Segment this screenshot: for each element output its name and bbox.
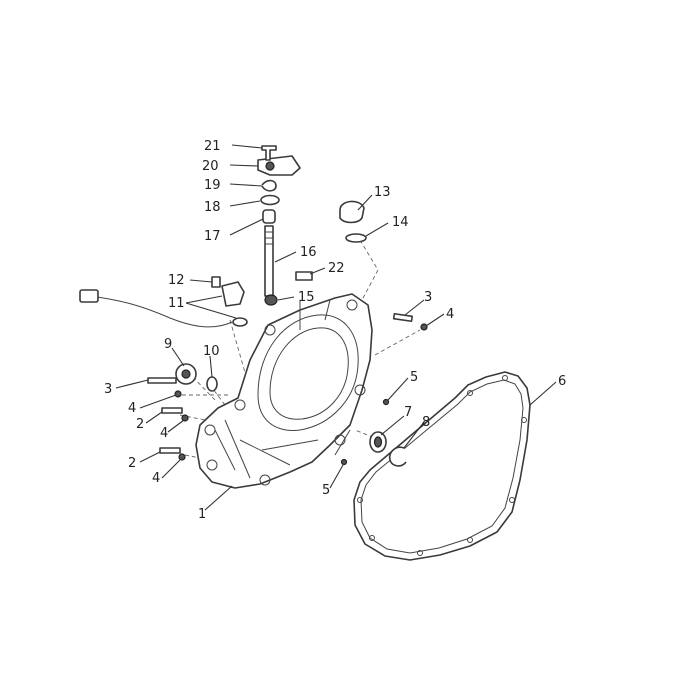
sensor-bolt [211, 276, 221, 288]
dowel-pin [295, 271, 313, 281]
callout-4-a: 4 [128, 401, 136, 416]
callouts: 21 20 19 18 17 16 22 15 13 14 12 11 9 10… [104, 139, 566, 522]
cover-gasket [353, 371, 531, 561]
callout-9: 9 [164, 337, 172, 352]
callout-21: 21 [204, 139, 221, 154]
shaft-seal [264, 294, 278, 306]
callout-4-b: 4 [160, 426, 168, 441]
bolts-right [340, 312, 428, 466]
callout-6: 6 [558, 374, 566, 389]
cover-bolt-bosses [204, 299, 366, 486]
callout-2-a: 2 [136, 417, 144, 432]
callout-2-b: 2 [128, 456, 136, 471]
cover-ribs [214, 299, 351, 479]
washer [260, 194, 280, 206]
callout-16: 16 [300, 245, 317, 260]
clutch-cover [195, 293, 373, 489]
callout-18: 18 [204, 200, 221, 215]
callout-15: 15 [298, 290, 315, 305]
return-spring [261, 179, 277, 192]
bushing [262, 209, 276, 224]
lever-shaft-spline [265, 231, 273, 245]
callout-8: 8 [422, 415, 430, 430]
inspection-plug-center [181, 369, 191, 379]
callout-19: 19 [204, 178, 221, 193]
leader-lines [115, 144, 557, 511]
callout-12: 12 [168, 273, 185, 288]
lever-shaft [264, 225, 274, 297]
callout-17: 17 [204, 229, 221, 244]
sensor-oring [232, 317, 248, 327]
cover-bowl-inner [269, 327, 349, 420]
cover-gasket-inner [360, 379, 524, 554]
callout-3-right: 3 [424, 290, 432, 305]
callout-5-a: 5 [410, 370, 418, 385]
callout-20: 20 [202, 159, 219, 174]
callout-3-left: 3 [104, 382, 112, 397]
filler-oring [345, 233, 367, 243]
callout-1: 1 [198, 507, 206, 522]
gasket-bolt-holes [357, 375, 527, 556]
sensor-connector [79, 289, 99, 303]
lever-bolt [261, 145, 277, 161]
bolts-left [147, 377, 189, 461]
filler-cap [339, 200, 365, 224]
callout-7: 7 [404, 405, 412, 420]
cover-bowl-rim [257, 314, 359, 431]
callout-4-c: 4 [152, 471, 160, 486]
clutch-lever [257, 155, 301, 176]
callout-13: 13 [374, 185, 391, 200]
callout-22: 22 [328, 261, 345, 276]
lever-pivot [265, 161, 275, 171]
circlip [388, 446, 407, 467]
callout-10: 10 [203, 344, 220, 359]
oil-seal-inner [373, 436, 383, 448]
sensor-body [221, 281, 245, 307]
callout-4-right: 4 [446, 307, 454, 322]
callout-14: 14 [392, 215, 409, 230]
callout-11: 11 [168, 296, 185, 311]
inspection-oring [206, 376, 218, 392]
sensor-cable [89, 295, 233, 328]
callout-5-b: 5 [322, 483, 330, 498]
